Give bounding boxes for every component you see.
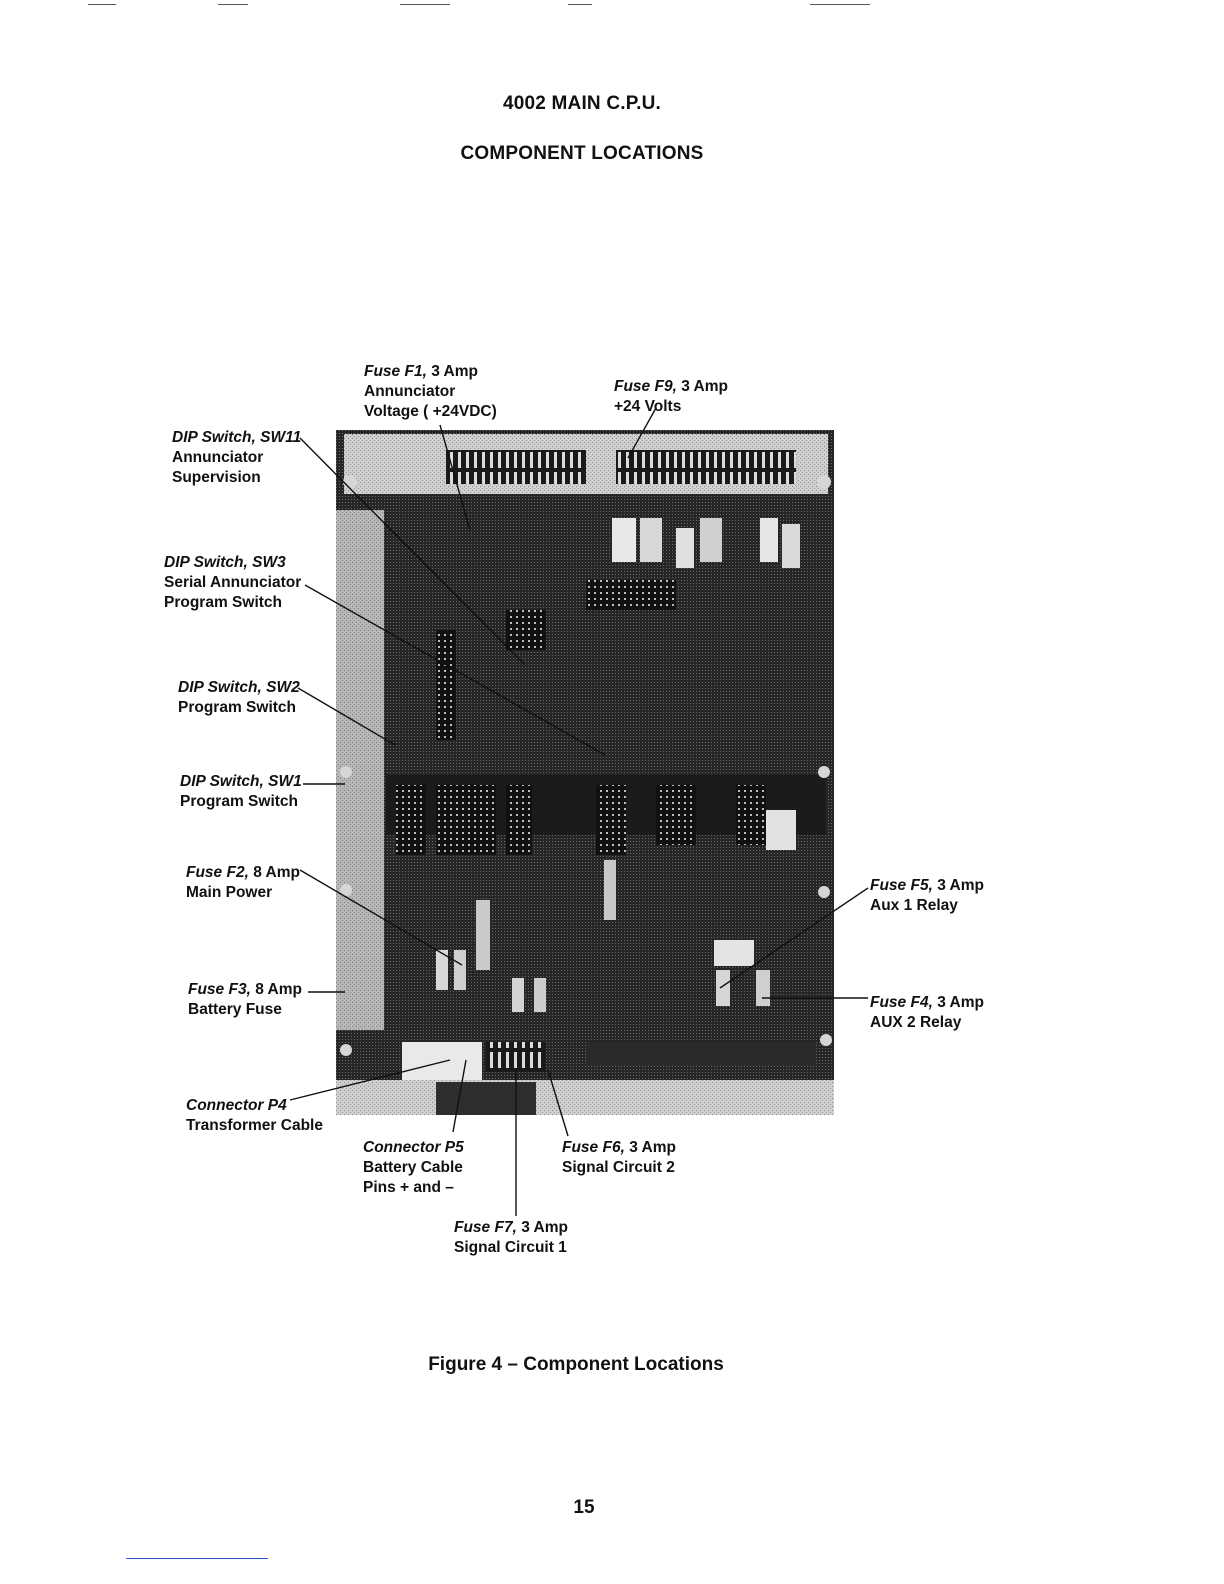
label-fuse-f3: Fuse F3, 8 Amp Battery Fuse (188, 981, 302, 1018)
page-number: 15 (573, 1497, 595, 1518)
label-fuse-f5: Fuse F5, 3 Amp Aux 1 Relay (870, 877, 984, 914)
footer-rule (126, 1558, 268, 1559)
label-fuse-f1: Fuse F1, 3 Amp Annunciator Voltage ( +24… (364, 363, 497, 420)
scan-artifact (400, 4, 450, 5)
figure-caption: Figure 4 – Component Locations (428, 1354, 724, 1375)
label-fuse-f2: Fuse F2, 8 Amp Main Power (186, 864, 300, 901)
label-sw11: DIP Switch, SW11 Annunciator Supervision (172, 429, 302, 486)
label-sw1: DIP Switch, SW1 Program Switch (180, 773, 302, 810)
page-title: 4002 MAIN C.P.U. (502, 93, 662, 114)
label-connector-p4: Connector P4 Transformer Cable (186, 1097, 323, 1134)
scan-artifact (568, 4, 592, 5)
label-sw3: DIP Switch, SW3 Serial Annunciator Progr… (164, 554, 302, 611)
label-fuse-f4: Fuse F4, 3 Amp AUX 2 Relay (870, 994, 984, 1031)
circuit-board-photo (336, 430, 834, 1115)
label-sw2: DIP Switch, SW2 Program Switch (178, 679, 300, 716)
scan-artifact (218, 4, 248, 5)
scan-artifact (810, 4, 870, 5)
page-subtitle: COMPONENT LOCATIONS (460, 143, 704, 164)
scan-artifact (88, 4, 116, 5)
label-connector-p5: Connector P5 Battery Cable Pins + and – (363, 1139, 464, 1196)
label-fuse-f6: Fuse F6, 3 Amp Signal Circuit 2 (562, 1139, 676, 1176)
label-fuse-f9: Fuse F9, 3 Amp +24 Volts (614, 378, 728, 415)
label-fuse-f7: Fuse F7, 3 Amp Signal Circuit 1 (454, 1219, 568, 1256)
